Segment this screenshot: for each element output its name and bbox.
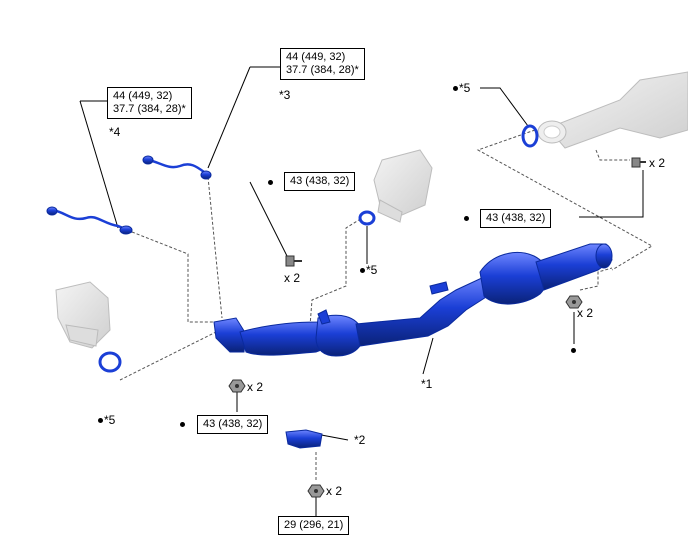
bullet-dot-b (464, 216, 469, 221)
qty-nut-lower: x 2 (247, 380, 264, 394)
dashed-leaders (119, 129, 654, 480)
bolt-mid (285, 255, 302, 267)
nut-bottom (307, 484, 325, 498)
torque-box-4-line2: 37.7 (384, 28)* (113, 103, 186, 115)
callout-5-left: *5 (104, 413, 116, 427)
solid-leaders (79, 66, 644, 516)
callout-5-top: *5 (459, 81, 471, 95)
gasket-left (98, 351, 122, 373)
qty-nut-bottom: x 2 (326, 484, 343, 498)
bullet-dot-5-top (453, 86, 458, 91)
qty-bolt-right: x 2 (649, 156, 666, 170)
callout-3: *3 (279, 88, 291, 102)
nut-lower (228, 379, 246, 393)
bolt-right (631, 157, 646, 168)
torque-box-3-line1: 44 (449, 32) (286, 51, 346, 63)
ghost-pipe-top-right (537, 71, 688, 149)
exhaust-pipe-assembly (213, 243, 613, 357)
oxygen-sensor-4 (46, 206, 133, 235)
bullet-dot-a (268, 180, 273, 185)
bullet-dot-5-mid (360, 268, 365, 273)
bullet-dot-nut (571, 348, 576, 353)
fasteners (228, 157, 646, 498)
torque-box-4: 44 (449, 32) 37.7 (384, 28)* (107, 87, 192, 119)
callout-1: *1 (421, 377, 433, 391)
oxygen-sensor-3 (142, 155, 212, 180)
nut-right (565, 295, 583, 309)
bullet-dot-c (180, 422, 185, 427)
qty-nut-right: x 2 (577, 306, 594, 320)
bracket-2 (285, 429, 323, 449)
gasket-middle (358, 210, 376, 226)
torque-box-d: 29 (296, 21) (278, 516, 350, 535)
gasket-top (521, 124, 539, 148)
torque-box-c: 43 (438, 32) (197, 415, 269, 434)
torque-box-3: 44 (449, 32) 37.7 (384, 28)* (280, 48, 365, 80)
torque-box-a: 43 (438, 32) (284, 172, 356, 191)
callout-5-mid: *5 (366, 263, 378, 277)
callout-4: *4 (109, 125, 121, 139)
qty-bolt-mid: x 2 (284, 271, 301, 285)
callout-2: *2 (354, 433, 366, 447)
torque-box-3-line2: 37.7 (384, 28)* (286, 64, 359, 76)
torque-box-b: 43 (438, 32) (480, 209, 552, 228)
ghost-converter-center (373, 149, 433, 223)
ghost-converter-left (55, 281, 111, 349)
bullet-dot-5-left (98, 418, 103, 423)
torque-box-4-line1: 44 (449, 32) (113, 90, 173, 102)
